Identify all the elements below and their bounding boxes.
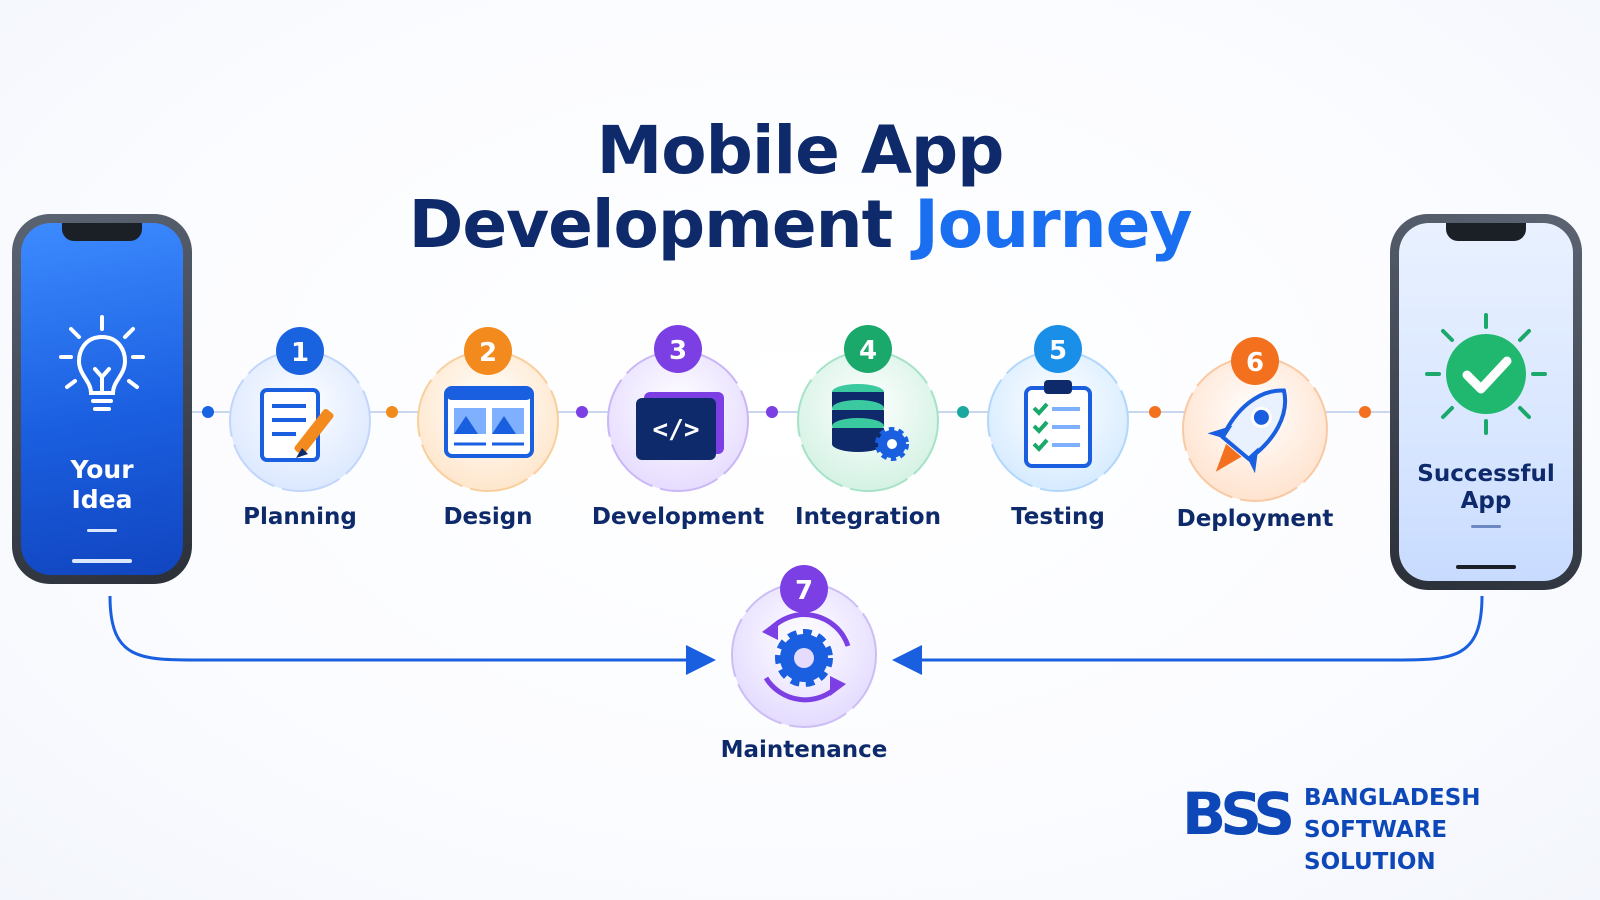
brand-block: BSS BANGLADESH SOFTWARE SOLUTION [1180, 780, 1580, 875]
step-number-2: 2 [479, 338, 497, 368]
start-divider [87, 529, 117, 532]
home-indicator [1456, 565, 1516, 569]
step-label-deployment: Deployment [1176, 506, 1334, 532]
brand-name-line-2: SOFTWARE SOLUTION [1304, 817, 1448, 875]
svg-text:BSS: BSS [1182, 780, 1291, 844]
checkmark-badge-icon [1425, 313, 1547, 435]
arrow-idea-to-maintenance [108, 595, 716, 675]
brand-name-line-1: BANGLADESH [1304, 785, 1481, 811]
phone-notch [1446, 223, 1526, 241]
step-label-testing: Testing [1011, 504, 1105, 530]
brand-name: BANGLADESH SOFTWARE SOLUTION [1304, 782, 1580, 878]
step-number-7: 7 [795, 576, 813, 606]
arrow-app-to-maintenance [892, 595, 1484, 675]
layout-images-icon [444, 386, 534, 458]
step-number-6: 6 [1246, 348, 1264, 378]
step-label-development: Development [591, 504, 765, 530]
step-label-design: Design [443, 504, 533, 530]
step-label-planning: Planning [243, 504, 357, 530]
title-main-word: Development [408, 186, 894, 263]
step-deployment[interactable]: 6 [1182, 337, 1328, 502]
start-label-line-2: Idea [71, 485, 133, 514]
start-label-line-1: Your [70, 455, 134, 484]
start-phone: Your Idea [12, 214, 192, 584]
rocket-icon [1207, 388, 1288, 474]
step-number-1: 1 [291, 338, 309, 368]
step-number-4: 4 [859, 336, 877, 366]
title-accent-word: Journey [914, 186, 1192, 263]
step-label-integration: Integration [795, 504, 941, 530]
step-number-5: 5 [1049, 336, 1067, 366]
home-indicator [72, 559, 132, 563]
step-integration[interactable]: 4 [797, 325, 939, 492]
step-number-3: 3 [669, 336, 687, 366]
clipboard-checklist-icon [1024, 380, 1092, 468]
end-phone: Successful App [1390, 214, 1582, 590]
database-gear-icon [832, 384, 909, 461]
document-pencil-icon [260, 388, 334, 462]
end-divider [1471, 525, 1501, 528]
step-testing[interactable]: 5 [987, 325, 1129, 492]
end-label-line-1: Successful [1417, 461, 1555, 487]
start-phone-screen: Your Idea [21, 223, 183, 575]
code-window-icon: </> [636, 392, 724, 460]
gear-cycle-icon [762, 612, 851, 703]
phone-notch [62, 223, 142, 241]
end-label-line-2: App [1460, 488, 1512, 514]
step-development[interactable]: </> 3 [607, 325, 749, 492]
step-label-maintenance: Maintenance [720, 737, 888, 763]
end-phone-screen: Successful App [1399, 223, 1573, 581]
step-maintenance[interactable]: 7 [731, 565, 877, 728]
title-line-1: Mobile App [596, 112, 1005, 189]
bss-logo: BSS [1182, 780, 1292, 844]
start-label: Your Idea [21, 455, 183, 515]
lightbulb-icon [59, 315, 145, 411]
svg-text:</>: </> [653, 415, 700, 445]
end-label: Successful App [1399, 461, 1573, 515]
title-line-2: Development Journey [0, 186, 1600, 263]
step-planning[interactable]: 1 [229, 327, 371, 492]
step-design[interactable]: 2 [417, 327, 559, 492]
